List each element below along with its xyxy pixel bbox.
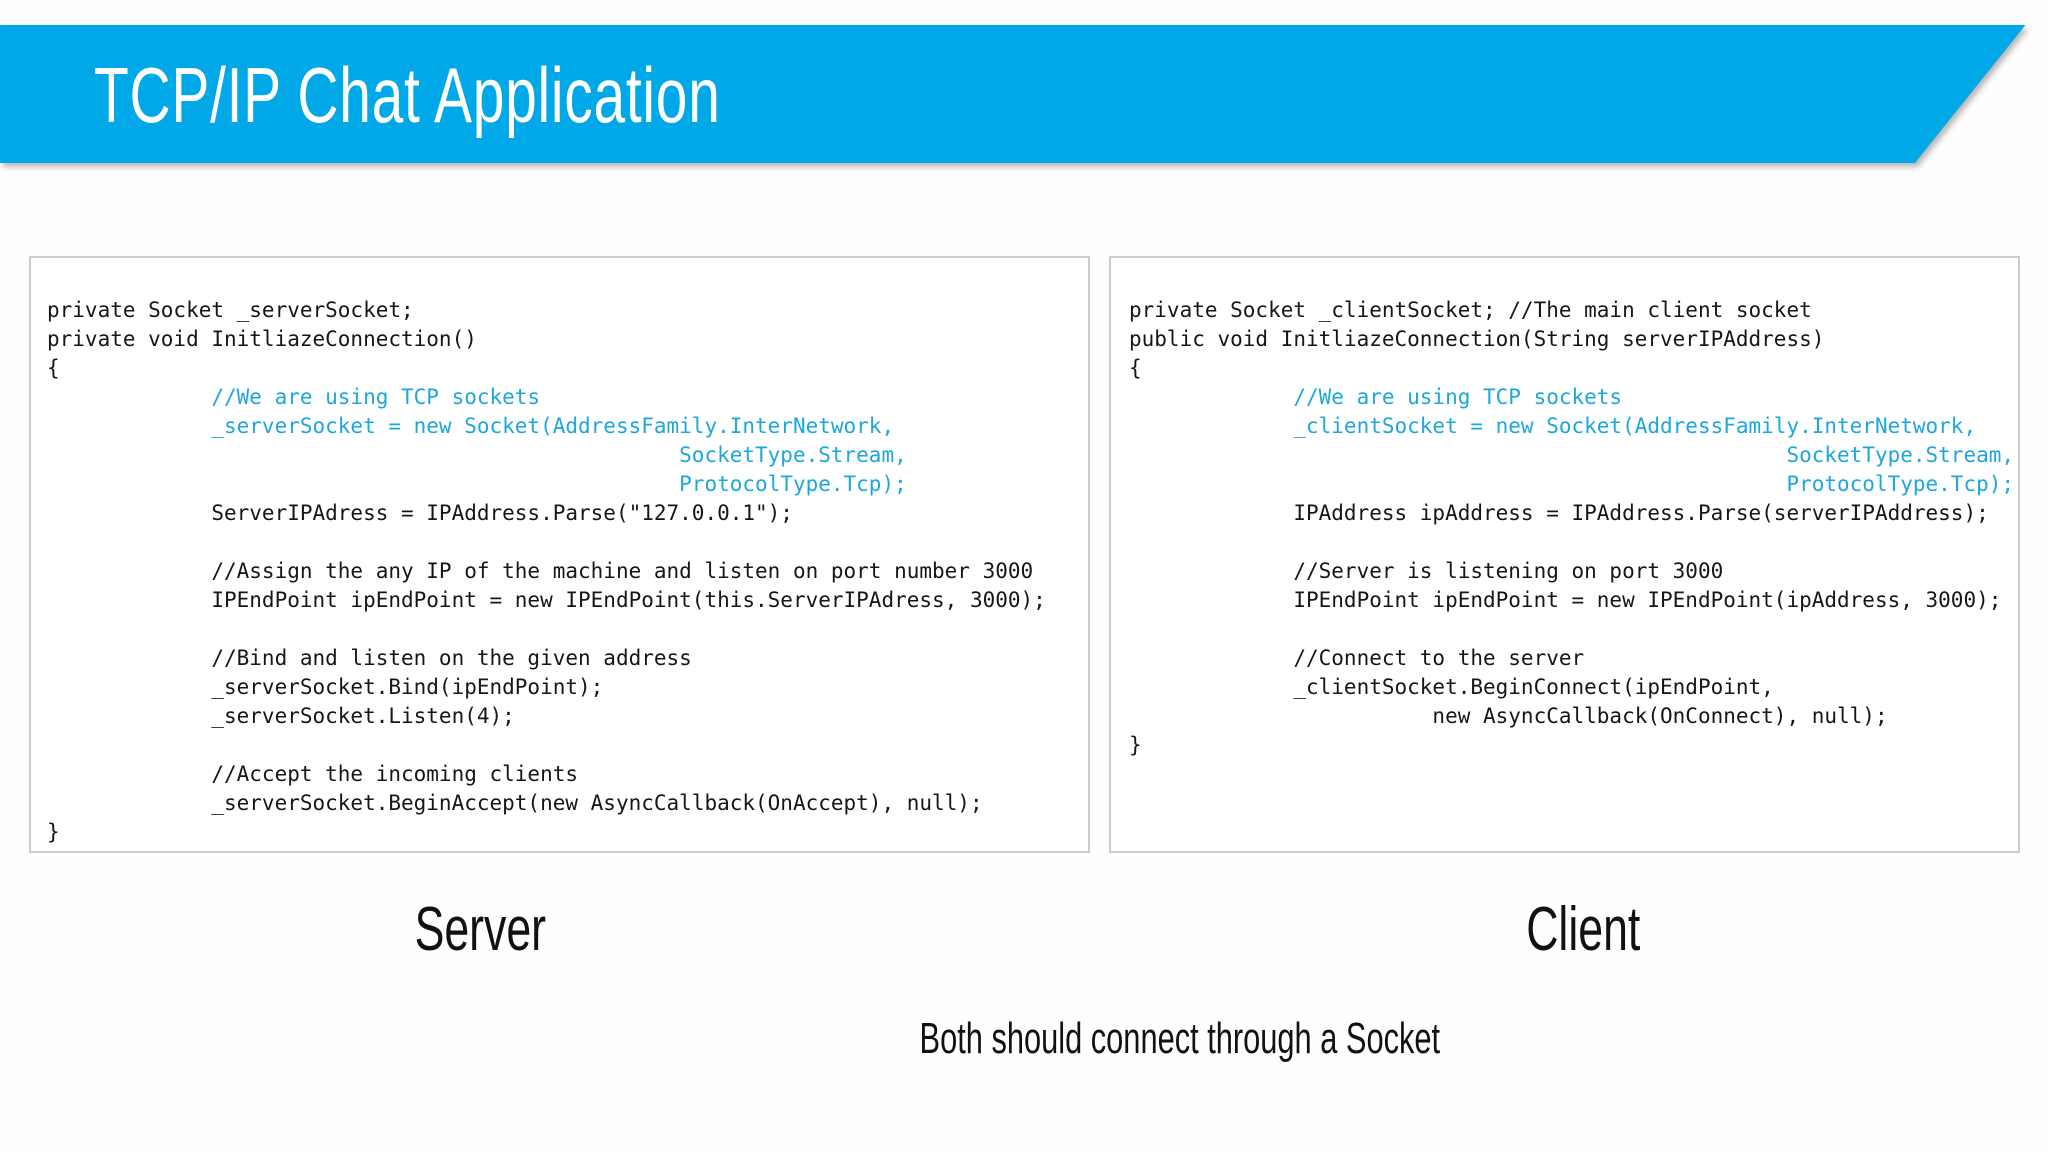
code-line: //Bind and listen on the given address: [47, 646, 692, 670]
code-line: //Accept the incoming clients: [47, 762, 579, 786]
code-line: {: [1129, 356, 1142, 380]
code-line: //We are using TCP sockets: [1129, 385, 1623, 409]
code-line: [47, 731, 1088, 760]
title-banner: TCP/IP Chat Application: [0, 25, 2048, 163]
code-line: [1129, 528, 2018, 557]
code-line: public void InitliazeConnection(String s…: [1129, 327, 1825, 351]
client-label-text: Client: [1525, 895, 1641, 964]
code-line: SocketType.Stream,: [47, 443, 907, 467]
server-label: Server: [330, 894, 630, 965]
code-line: [47, 615, 1088, 644]
code-line: IPAddress ipAddress = IPAddress.Parse(se…: [1129, 501, 1989, 525]
code-line: _serverSocket.Listen(4);: [47, 704, 515, 728]
client-code-block: private Socket _clientSocket; //The main…: [1111, 258, 2018, 760]
code-line: new AsyncCallback(OnConnect), null);: [1129, 704, 1888, 728]
code-line: [47, 528, 1088, 557]
code-line: //Connect to the server: [1129, 646, 1585, 670]
code-line: private Socket _clientSocket; //The main…: [1129, 298, 1812, 322]
code-line: IPEndPoint ipEndPoint = new IPEndPoint(i…: [1129, 588, 2002, 612]
code-line: [1129, 615, 2018, 644]
caption: Both should connect through a Socket: [808, 1014, 1441, 1064]
code-line: {: [47, 356, 60, 380]
code-line: SocketType.Stream,: [1129, 443, 2015, 467]
code-line: _serverSocket.Bind(ipEndPoint);: [47, 675, 604, 699]
code-line: _clientSocket = new Socket(AddressFamily…: [1129, 414, 1977, 438]
code-line: private void InitliazeConnection(): [47, 327, 477, 351]
code-line: _serverSocket.BeginAccept(new AsyncCallb…: [47, 791, 983, 815]
server-code-panel: private Socket _serverSocket;private voi…: [29, 256, 1090, 853]
code-line: _serverSocket = new Socket(AddressFamily…: [47, 414, 895, 438]
code-line: private Socket _serverSocket;: [47, 298, 414, 322]
code-line: //Server is listening on port 3000: [1129, 559, 1724, 583]
caption-text: Both should connect through a Socket: [919, 1014, 1441, 1063]
code-line: ServerIPAdress = IPAddress.Parse("127.0.…: [47, 501, 793, 525]
code-line: }: [1129, 733, 1142, 757]
code-line: //Assign the any IP of the machine and l…: [47, 559, 1034, 583]
title-banner-shape: TCP/IP Chat Application: [0, 25, 2026, 163]
client-label: Client: [1433, 894, 1733, 965]
code-line: ProtocolType.Tcp);: [47, 472, 907, 496]
server-label-text: Server: [414, 895, 546, 964]
page-title: TCP/IP Chat Application: [94, 51, 721, 139]
code-line: ProtocolType.Tcp);: [1129, 472, 2015, 496]
code-line: IPEndPoint ipEndPoint = new IPEndPoint(t…: [47, 588, 1046, 612]
code-line: }: [47, 820, 60, 844]
client-code-panel: private Socket _clientSocket; //The main…: [1109, 256, 2020, 853]
code-line: //We are using TCP sockets: [47, 385, 541, 409]
server-code-block: private Socket _serverSocket;private voi…: [31, 258, 1088, 847]
code-line: _clientSocket.BeginConnect(ipEndPoint,: [1129, 675, 1774, 699]
